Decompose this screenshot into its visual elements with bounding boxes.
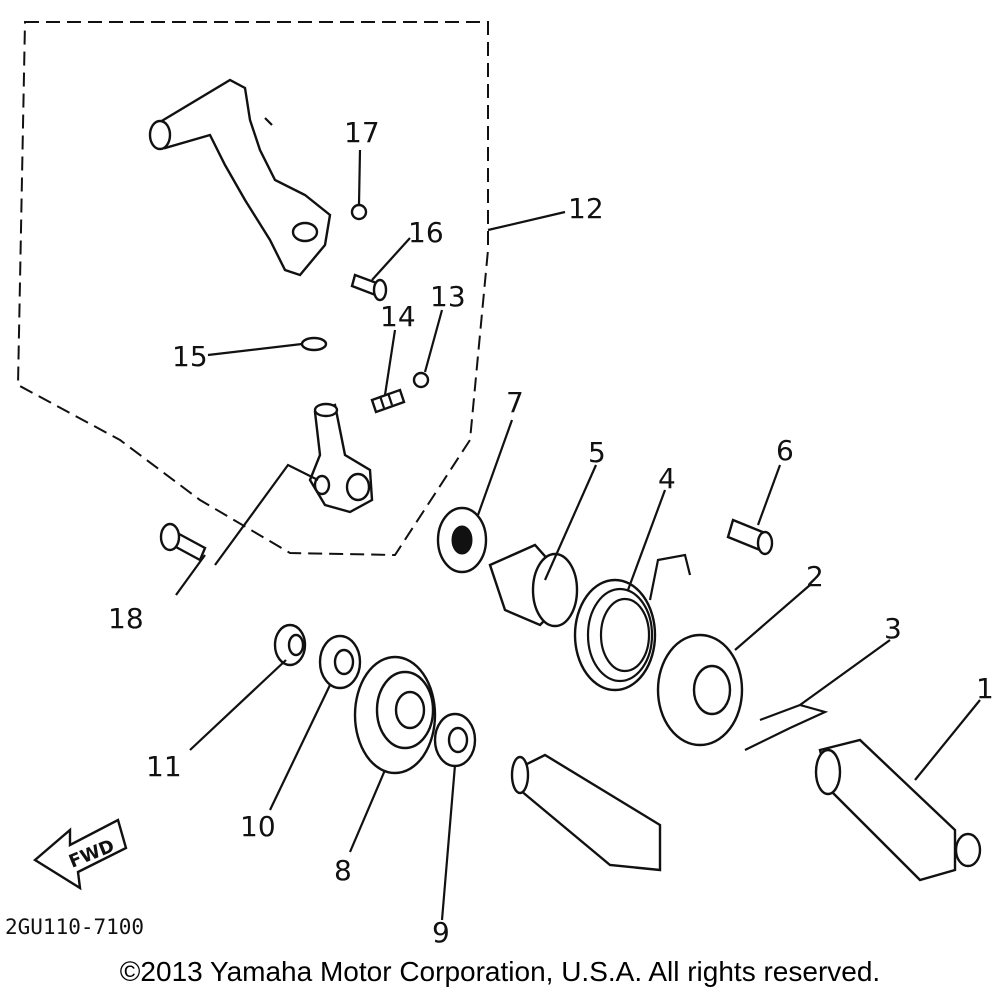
callout-3: 3 (884, 612, 902, 645)
part-10-washer (318, 634, 362, 690)
copyright-notice: ©2013 Yamaha Motor Corporation, U.S.A. A… (119, 956, 881, 987)
callout-14: 14 (380, 300, 416, 333)
callout-17: 17 (344, 116, 380, 149)
part-9-washer (433, 712, 477, 768)
part-16-bolt (350, 273, 388, 302)
callout-4: 4 (658, 462, 676, 495)
part-8-kick-gear (353, 655, 437, 775)
callout-16: 16 (408, 216, 444, 249)
callout-13: 13 (430, 280, 466, 313)
part-7-bearing (436, 506, 488, 574)
part-2-ratchet-wheel (656, 633, 744, 747)
part-3-clip-spring (744, 703, 829, 751)
callout-2: 2 (806, 560, 824, 593)
callout-18: 18 (108, 602, 144, 635)
callout-15: 15 (172, 340, 208, 373)
part-1-kick-axle (814, 738, 982, 882)
fwd-arrow: FWD (32, 818, 128, 891)
assembly-12-boundary (16, 21, 489, 557)
callout-10: 10 (240, 810, 276, 843)
callout-6: 6 (776, 434, 794, 467)
main-axle-stub (510, 753, 662, 872)
part-code: 2GU110-7100 (5, 915, 144, 939)
part-15-clip (300, 336, 328, 352)
callout-1: 1 (976, 672, 994, 705)
callout-12: 12 (568, 192, 604, 225)
callout-9: 9 (432, 916, 450, 949)
callout-7: 7 (506, 386, 524, 419)
kick-crank-lever (148, 78, 332, 277)
part-17-ball (350, 203, 368, 221)
part-4-torsion-spring (573, 553, 692, 692)
leader-lines (175, 149, 981, 921)
part-11-circlip (273, 623, 307, 667)
part-18-bolt (159, 522, 207, 562)
part-14-spring (370, 388, 406, 414)
callout-11: 11 (146, 750, 182, 783)
part-6-pin (726, 518, 774, 556)
callout-8: 8 (334, 854, 352, 887)
part-5-sleeve (488, 543, 579, 628)
kick-boss (308, 402, 374, 514)
callout-5: 5 (588, 436, 606, 469)
part-13-ball (412, 371, 430, 389)
callout-labels: 1 2 3 4 5 6 7 8 9 10 11 12 13 14 15 16 1… (108, 116, 994, 949)
